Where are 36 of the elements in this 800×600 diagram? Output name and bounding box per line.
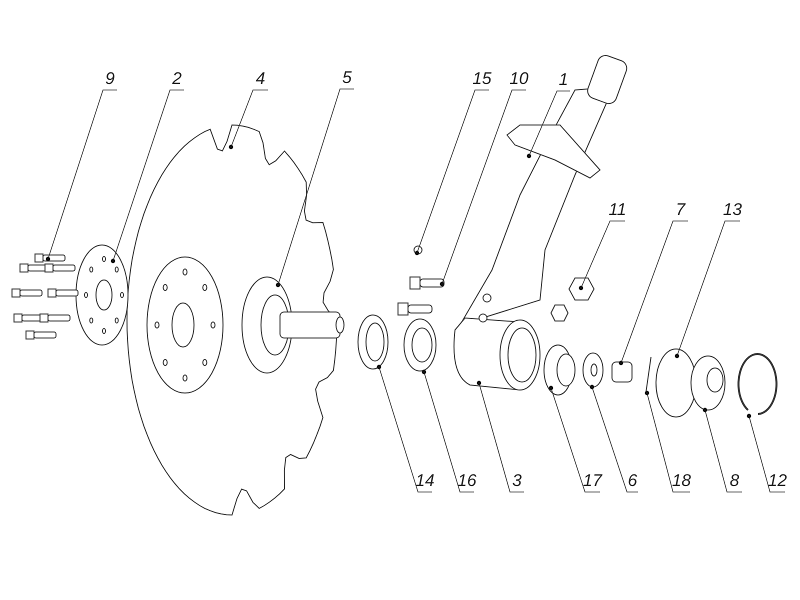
leader-line <box>376 364 432 492</box>
callout-number: 7 <box>676 201 686 219</box>
leader-line <box>422 370 474 492</box>
leader-line <box>476 380 524 492</box>
callout-number: 17 <box>583 472 602 490</box>
leader-line <box>414 90 490 256</box>
leader-line <box>702 408 742 492</box>
leader-line <box>526 90 570 158</box>
leader-line <box>228 90 268 150</box>
leader-line <box>746 414 786 492</box>
callout-number: 5 <box>342 69 352 87</box>
leader-line <box>276 88 354 288</box>
callout-number: 3 <box>512 472 522 490</box>
callout-number: 6 <box>628 472 638 490</box>
callout-number: 16 <box>458 472 476 490</box>
leader-line <box>644 390 690 492</box>
callout-number: 8 <box>730 472 740 490</box>
leader-line <box>674 220 740 358</box>
callout-number: 4 <box>256 70 266 88</box>
callout-number: 10 <box>510 70 528 88</box>
leader-line <box>590 384 638 492</box>
callout-number: 2 <box>172 70 182 88</box>
callout-number: 12 <box>768 472 787 490</box>
callout-number: 1 <box>558 71 568 89</box>
leader-line <box>46 90 118 262</box>
callout-number: 11 <box>608 201 626 219</box>
callout-number: 13 <box>723 201 742 219</box>
leader-line <box>548 386 600 492</box>
callout-number: 15 <box>472 70 492 88</box>
leader-line <box>110 90 184 264</box>
leader-line <box>440 90 526 286</box>
callout-number: 18 <box>672 472 691 490</box>
callout-number: 9 <box>105 70 115 88</box>
leader-line <box>618 220 688 366</box>
leader-line <box>578 220 626 290</box>
callout-number: 14 <box>416 472 434 490</box>
